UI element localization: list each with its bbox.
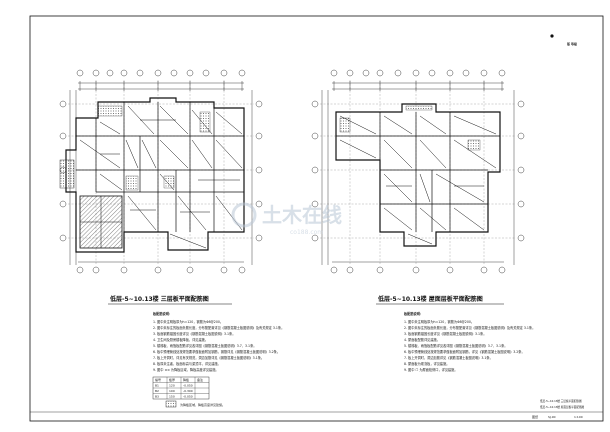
right-plan: 低层-5~10.13楼 屋面层板平面配筋图 板配筋说明： 1. 图中未注明板厚为… (311, 69, 535, 372)
title-block-line: 低层-5~10.13楼 三层板平面配筋图 (540, 399, 582, 403)
left-plan: 低层-5~10.13楼 三层板平面配筋图 板配筋说明： 1. 图中未注明板厚为h… (59, 69, 284, 408)
legend-key-swatch (165, 400, 177, 408)
left-note: 7. 板上开洞时，详见有关规范，洞边加筋详见《钢筋混凝土板图说明》3.1条。 (153, 355, 264, 360)
right-note: 8. 屋面板为现浇板，详见建施。 (404, 361, 450, 366)
footer-cell: 图纸 (532, 414, 538, 419)
right-rebar (339, 115, 497, 245)
watermark: 土木在线 co188.com (231, 202, 342, 236)
legend-cell: -0.300 (183, 389, 193, 393)
right-walls (335, 103, 501, 247)
left-notes: 板配筋说明： 1. 图中未注明板厚为h=120，钢筋为Φ8@200。 2. 图中… (153, 311, 284, 372)
right-notes: 板配筋说明： 1. 图中未注明板厚为h=120，钢筋为Φ8@200。 2. 图中… (404, 311, 535, 372)
legend-cell: -0.050 (183, 384, 193, 388)
stamp-text: 版 等级 (567, 41, 577, 46)
legend-cell: B3 (155, 395, 159, 399)
stamp: 版 等级 (550, 34, 577, 46)
right-note: 3. 板面钢筋锚固长度详见《钢筋混凝土板图说明》3.1条。 (404, 331, 486, 336)
footer: 图纸 SJ-90 1:100 (532, 414, 583, 419)
sheet-border (29, 15, 604, 422)
footer-cell: SJ-90 (548, 415, 556, 419)
right-note: 6. 板中预埋管线处按规范要求做板面附加钢筋，详见《钢筋混凝土板图说明》3.2条… (404, 349, 525, 354)
left-plan-title: 低层-5~10.13楼 三层板平面配筋图 (109, 295, 209, 303)
right-note: 4. 屋面板配筋详见建施。 (404, 337, 440, 342)
right-note: 7. 板上开洞时，洞边加筋详见《钢筋混凝土板图说明》3.1条。 (404, 355, 493, 360)
left-note: 1. 图中未注明板厚为h=120，钢筋为Φ8@200。 (153, 319, 223, 324)
legend-key-label: 为降板区域，降板高度详见建施。 (180, 402, 225, 407)
lowered-slab-area (59, 159, 75, 189)
left-note: 6. 板中预埋管线处按规范要求做板面附加钢筋，钢筋详见《钢筋混凝土板图说明》3.… (153, 349, 280, 354)
legend-header: 编号 (155, 377, 161, 382)
left-note: 3. 板面钢筋锚固长度详见《钢筋混凝土板图说明》3.1条。 (153, 331, 235, 336)
left-note: 8. 板厚未注者，板面标高与梁顶平，详见建施。 (153, 361, 221, 366)
left-notes-heading: 板配筋说明： (153, 311, 172, 316)
watermark-text: 土木在线 (262, 203, 342, 227)
legend-cell: -0.050 (183, 395, 193, 399)
right-note: 2. 图中未标注的板面负筋长度，分布筋配置详见《钢筋混凝土板图说明》及有关规定 … (404, 325, 535, 330)
legend-cell: 150 (169, 395, 175, 399)
right-note: 1. 图中未注明板厚为h=120，钢筋为Φ8@200。 (404, 319, 474, 324)
legend-cell: 100 (169, 389, 175, 393)
left-note: 2. 图中未标注的板面负筋长度，分布筋配置详见《钢筋混凝土板图说明》及有关规定 … (153, 325, 284, 330)
legend-cell: B2 (155, 389, 159, 393)
axis-bubbles-top-left (59, 69, 263, 274)
left-note: 9. 图中 ≡≡ 为降板区域，降板高度详见建施。 (153, 367, 219, 372)
watermark-url: co188.com (290, 229, 323, 236)
left-note: 5. 楼梯板、雨篷板配筋详见各详图《钢筋混凝土板图说明》3.7、3.1条。 (153, 343, 256, 348)
right-note: 5. 楼梯板、雨篷板配筋详见各详图《钢筋混凝土板图说明》3.7、3.1条。 (404, 343, 507, 348)
footer-cell: 1:100 (574, 415, 583, 419)
legend-header: 板厚 (169, 377, 175, 382)
left-walls (65, 97, 245, 253)
legend-cell: 120 (169, 384, 175, 388)
legend-header: 备注 (197, 377, 203, 382)
legend-cell: B1 (155, 384, 159, 388)
axis-bubbles-right (311, 69, 525, 274)
legend-header: 降板 (183, 377, 189, 382)
title-block: 低层-5~10.13楼 三层板平面配筋图 低层-5~10.13楼 屋面层板平面配… (540, 399, 585, 409)
right-notes-heading: 板配筋说明： (404, 311, 423, 316)
title-block-line: 低层-5~10.13楼 屋面层板平面配筋图 (540, 405, 585, 409)
right-plan-title: 低层-5~10.13楼 屋面层板平面配筋图 (377, 295, 483, 303)
right-note: 9. 图中 ☐ 为屋面检修口，详见建施。 (404, 367, 458, 372)
left-note: 4. 卫生间及厨房楼板降板，详见建施。 (153, 337, 208, 342)
slab-legend-table: 编号 板厚 降板 备注 B1 120 -0.050 B2 100 -0.300 … (152, 376, 225, 408)
